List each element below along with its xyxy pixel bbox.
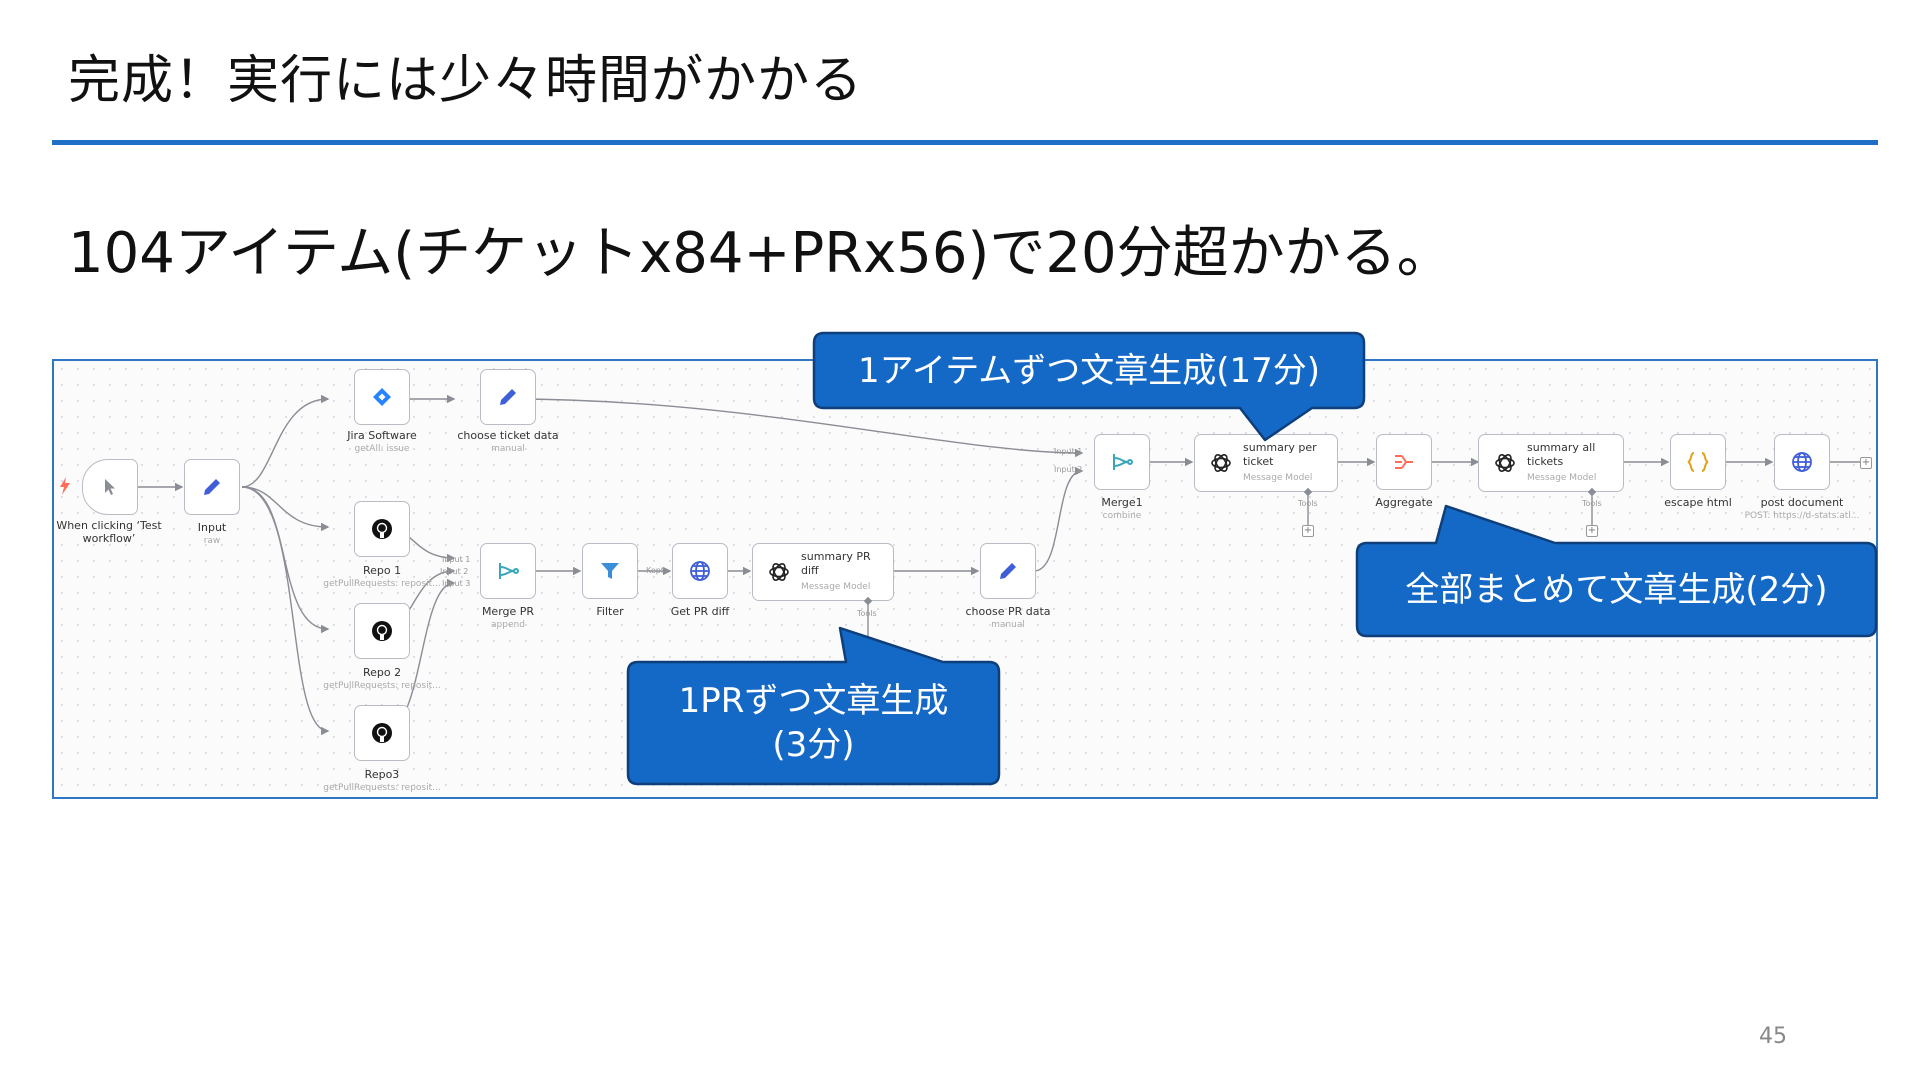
- summary-ticket-title: summary per ticket: [1243, 441, 1317, 468]
- callout-per-pr-line2: (3分): [772, 725, 855, 765]
- choose-pr-sub: manual: [991, 620, 1025, 630]
- callout-per-item: 1アイテムずつ文章生成(17分): [857, 350, 1321, 391]
- repo1-label: Repo 1: [362, 564, 402, 577]
- merge1-input2: Input 2: [1054, 465, 1083, 474]
- filter-kept-port: Kept: [646, 566, 664, 575]
- summary-ticket-add-tool-button[interactable]: +: [1302, 525, 1314, 537]
- filter-icon: [601, 563, 619, 579]
- cursor-icon: [105, 479, 115, 495]
- repo2-label: Repo 2: [362, 666, 402, 679]
- repo1-sub: getPullRequests: reposit...: [323, 579, 441, 589]
- openai-icon: [1211, 454, 1231, 472]
- filter-label: Filter: [596, 605, 624, 618]
- choose-pr-label: choose PR data: [965, 605, 1051, 618]
- aggregate-icon: [1395, 455, 1413, 469]
- jira-label: Jira Software: [347, 429, 417, 442]
- add-node-button[interactable]: +: [1860, 457, 1872, 469]
- summary-all-tools-label: Tools: [1582, 499, 1602, 508]
- repo1-node[interactable]: [354, 501, 410, 557]
- input-sub: raw: [203, 536, 221, 546]
- merge1-node[interactable]: [1094, 434, 1150, 490]
- input-node[interactable]: [184, 459, 240, 515]
- summary-all-add-tool-button[interactable]: +: [1586, 525, 1598, 537]
- escape-html-node[interactable]: [1670, 434, 1726, 490]
- repo2-node[interactable]: [354, 603, 410, 659]
- summary-all-sub: Message Model: [1527, 473, 1597, 483]
- summary-pr-sub: Message Model: [801, 582, 871, 592]
- lightning-icon: [60, 477, 70, 495]
- merge-icon: [1113, 454, 1133, 470]
- callout-all-at-once: 全部まとめて文章生成(2分): [1405, 569, 1828, 610]
- summary-pr-node[interactable]: summary PR diff Message Model: [752, 543, 894, 601]
- trigger-node[interactable]: [82, 459, 138, 515]
- github-icon: [372, 723, 392, 743]
- filter-node[interactable]: [582, 543, 638, 599]
- summary-ticket-tools-label: Tools: [1298, 499, 1318, 508]
- title-divider: [52, 140, 1878, 145]
- choose-ticket-label: choose ticket data: [457, 429, 559, 442]
- summary-pr-title: summary PR diff: [801, 550, 871, 577]
- merge1-input1: Input 1: [1054, 447, 1083, 456]
- merge-pr-node[interactable]: [480, 543, 536, 599]
- repo2-sub: getPullRequests: reposit...: [323, 681, 441, 691]
- callout-per-pr-line1: 1PRずつ文章生成: [678, 681, 949, 721]
- aggregate-node[interactable]: [1376, 434, 1432, 490]
- globe-icon: [690, 561, 710, 581]
- summary-ticket-node[interactable]: summary per ticket Message Model: [1194, 434, 1338, 492]
- jira-sub: getAll: issue: [354, 444, 410, 454]
- get-pr-diff-node[interactable]: [672, 543, 728, 599]
- merge-icon: [499, 563, 519, 579]
- summary-pr-tools-label: Tools: [857, 609, 877, 618]
- slide-title: 完成！実行には少々時間がかかる: [68, 51, 864, 111]
- pencil-icon: [204, 479, 220, 495]
- repo3-label: Repo3: [364, 768, 400, 781]
- merge-pr-input3: Input 3: [442, 579, 471, 588]
- github-icon: [372, 519, 392, 539]
- aggregate-label: Aggregate: [1375, 496, 1433, 509]
- braces-icon: [1687, 452, 1709, 472]
- choose-ticket-sub: manual: [491, 444, 525, 454]
- merge-pr-sub: append: [491, 620, 525, 630]
- post-document-label: post document: [1760, 496, 1844, 509]
- pencil-icon: [500, 389, 516, 405]
- pencil-icon: [1000, 563, 1016, 579]
- merge1-label: Merge1: [1101, 496, 1143, 509]
- summary-all-node[interactable]: summary all tickets Message Model: [1478, 434, 1624, 492]
- input-label: Input: [197, 521, 227, 534]
- jira-node[interactable]: [354, 369, 410, 425]
- trigger-label: When clicking ‘Test workflow’: [56, 519, 162, 545]
- github-icon: [372, 621, 392, 641]
- repo3-sub: getPullRequests: reposit...: [323, 783, 441, 793]
- globe-icon: [1792, 452, 1812, 472]
- repo3-node[interactable]: [354, 705, 410, 761]
- escape-html-label: escape html: [1664, 496, 1732, 509]
- summary-all-title: summary all tickets: [1527, 441, 1596, 468]
- post-document-node[interactable]: [1774, 434, 1830, 490]
- get-pr-diff-label: Get PR diff: [670, 605, 730, 618]
- merge1-sub: combine: [1102, 511, 1142, 521]
- summary-ticket-sub: Message Model: [1243, 473, 1313, 483]
- page-number: 45: [1759, 1024, 1787, 1049]
- choose-pr-node[interactable]: [980, 543, 1036, 599]
- merge-pr-input1: Input 1: [442, 555, 471, 564]
- openai-icon: [1495, 454, 1515, 472]
- choose-ticket-node[interactable]: [480, 369, 536, 425]
- slide-subtitle: 104アイテム(チケットx84+PRx56)で20分超かかる。: [68, 221, 1453, 286]
- merge-pr-label: Merge PR: [481, 605, 535, 618]
- callout-per-pr: 1PRずつ文章生成 (3分): [628, 662, 999, 784]
- jira-icon: [373, 388, 391, 406]
- post-document-sub: POST: https://d-stats.atl...: [1744, 511, 1860, 521]
- merge-pr-input2: Input 2: [440, 567, 469, 576]
- openai-icon: [769, 563, 789, 581]
